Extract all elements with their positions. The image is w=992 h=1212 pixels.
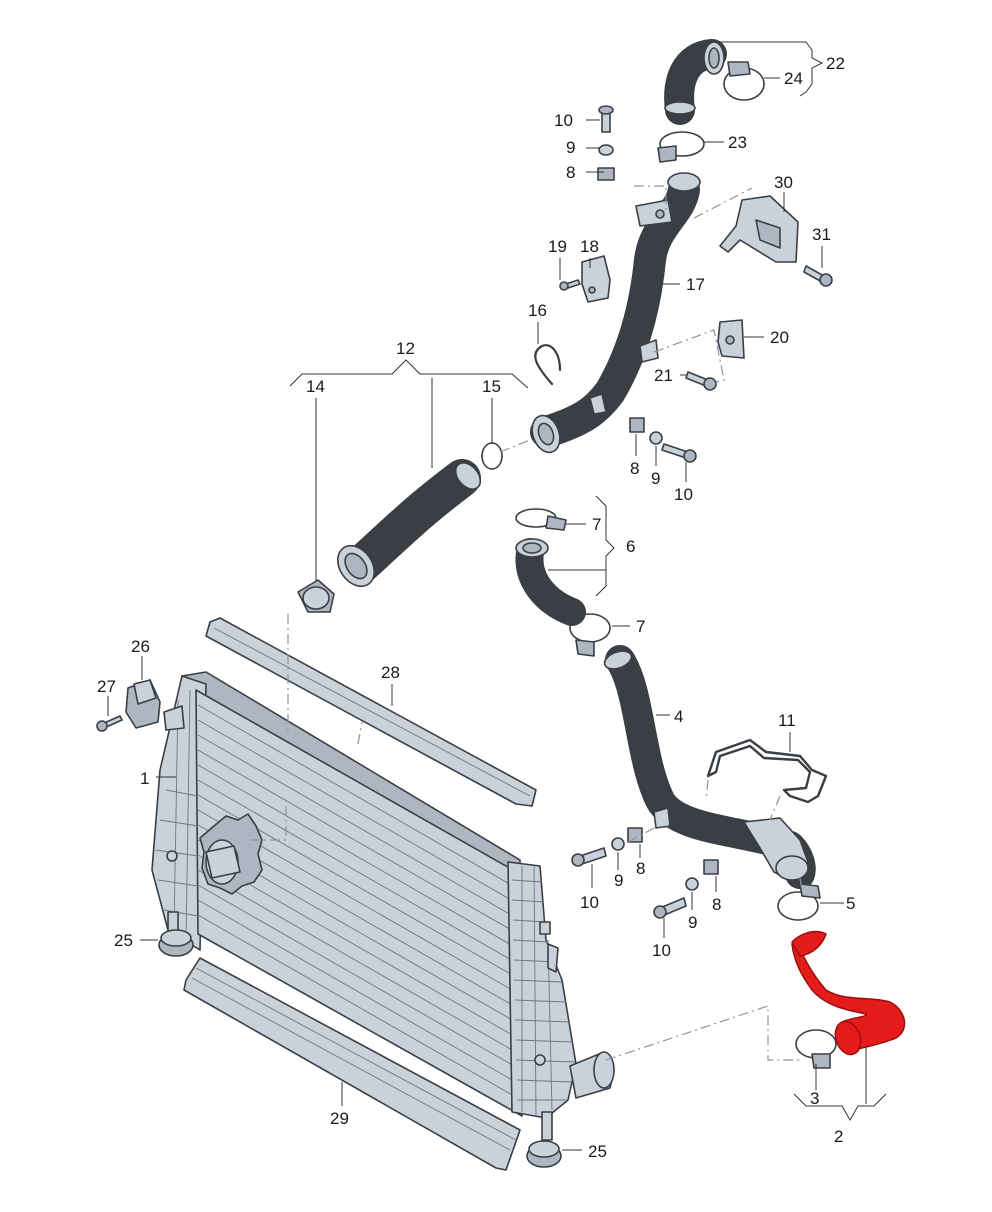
rubber-mount-upper [158,929,194,957]
label-part-12: 12 [396,339,415,358]
rubber-mount-lower [526,1140,562,1168]
label-part-21: 21 [654,366,673,385]
label-part-22: 22 [826,54,845,73]
hose-clamp-3 [795,1029,837,1069]
label-part-14: 14 [306,377,325,396]
label-part-8-middle: 8 [630,459,639,478]
highlighted-hose-2 [791,930,906,1056]
label-part-11: 11 [778,711,796,730]
part-labels: 1 2 3 4 5 6 7 7 8 8 8 8 9 9 9 9 10 10 10… [97,54,855,1161]
leader-lines [107,41,887,1151]
bolt-stack-lower-right [653,859,719,919]
label-part-24: 24 [784,69,803,88]
label-part-19: 19 [548,237,567,256]
label-part-28: 28 [381,663,400,682]
label-part-27: 27 [97,677,116,696]
screw-21 [685,371,717,391]
intercooler [151,671,615,1141]
label-part-10-lower-right: 10 [652,941,671,960]
elbow-hose-22 [664,39,727,125]
bolt-stack-upper [597,105,615,181]
bracket-20 [717,319,745,359]
hose-clamp-14 [297,579,335,613]
retaining-clip-16 [534,344,562,386]
label-part-5: 5 [846,894,855,913]
label-part-23: 23 [728,133,747,152]
charge-air-pipe-17 [530,172,701,454]
label-part-9-middle: 9 [651,469,660,488]
assembly-lines [244,185,803,1061]
label-part-15: 15 [482,377,501,396]
air-guide-upper [205,617,537,807]
label-part-8-lower-left: 8 [636,859,645,878]
label-part-4: 4 [674,707,683,726]
label-part-1: 1 [140,769,149,788]
bolt-stack-lower-left [571,827,643,867]
label-part-17: 17 [686,275,705,294]
label-part-16: 16 [528,301,547,320]
label-part-9-upper: 9 [566,138,575,157]
label-part-25-lower: 25 [588,1142,607,1161]
label-part-29: 29 [330,1109,349,1128]
hose-6 [515,538,586,626]
air-guide-lower [183,957,521,1171]
hose-clamp-23 [657,131,705,163]
label-part-20: 20 [770,328,789,347]
label-part-6: 6 [626,537,635,556]
wire-bracket-11 [706,738,828,804]
screw-31 [803,265,833,287]
label-part-10-upper: 10 [554,111,573,130]
label-part-8-upper: 8 [566,163,575,182]
label-part-30: 30 [774,173,793,192]
hose-clamp-5 [777,883,821,921]
label-part-26: 26 [131,637,150,656]
label-part-25-upper: 25 [114,931,133,950]
label-part-9-lower-left: 9 [614,871,623,890]
label-part-9-lower-right: 9 [688,913,697,932]
label-part-8-lower-right: 8 [712,895,721,914]
charge-air-hose-12 [337,459,482,588]
bracket-18 [581,255,611,303]
hose-clamp-7-upper [515,508,567,531]
screw-27 [96,715,123,732]
label-part-10-middle: 10 [674,485,693,504]
charge-air-pipe-4 [603,645,816,889]
hose-clamp-24 [723,61,765,101]
label-part-3: 3 [810,1089,819,1108]
label-part-10-lower-left: 10 [580,893,599,912]
label-part-7-lower: 7 [636,617,645,636]
label-part-7-upper: 7 [592,515,601,534]
bracket-30 [719,195,799,263]
hose-clamp-7-lower [569,613,611,657]
screw-19 [559,279,581,291]
bracket-26 [125,679,161,729]
label-part-31: 31 [812,225,831,244]
bolt-stack-middle [629,417,697,463]
o-ring-15 [481,442,503,470]
label-part-2: 2 [834,1127,843,1146]
label-part-18: 18 [580,237,599,256]
